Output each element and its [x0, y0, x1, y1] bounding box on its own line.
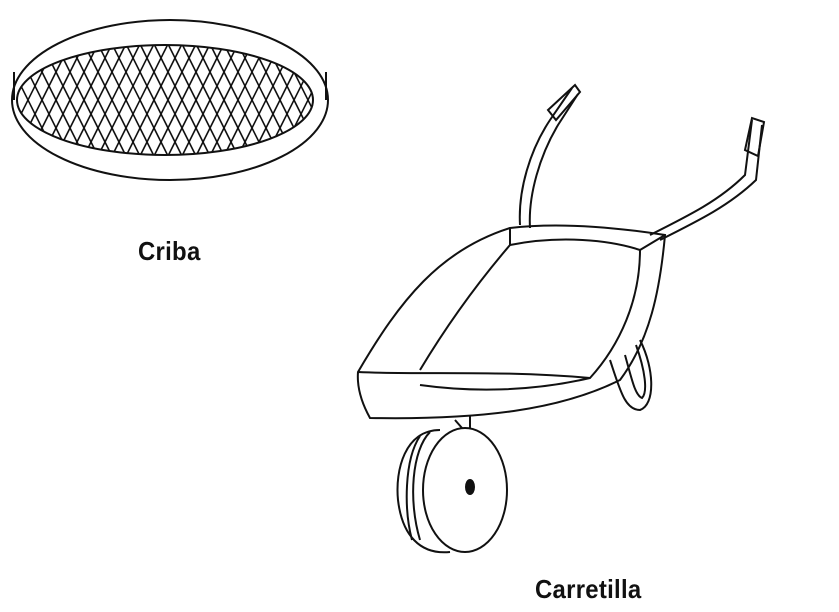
mesh-line	[0, 40, 2, 160]
mesh-line	[0, 40, 2, 160]
mesh-line	[390, 40, 450, 160]
mesh-line	[151, 45, 213, 155]
mesh-line	[334, 40, 394, 160]
mesh-line	[376, 40, 436, 160]
mesh-line	[348, 40, 408, 160]
mesh-line	[404, 40, 464, 160]
mesh-line	[95, 45, 157, 155]
mesh-line	[17, 45, 73, 155]
mesh-line	[418, 40, 478, 160]
mesh-line	[81, 45, 143, 155]
mesh-line	[305, 45, 313, 155]
mesh-line	[305, 45, 313, 155]
sieve-drawing	[0, 19, 478, 181]
mesh-line	[53, 45, 115, 155]
mesh-line	[404, 40, 464, 160]
mesh-line	[123, 45, 185, 155]
mesh-line	[362, 40, 422, 160]
mesh-line	[291, 45, 313, 155]
mesh-line	[109, 45, 171, 155]
wheelbarrow-label: Carretilla	[535, 574, 642, 604]
mesh-line	[334, 40, 394, 160]
mesh-line	[193, 45, 255, 155]
mesh-line	[17, 45, 59, 155]
mesh-line	[348, 40, 408, 160]
mesh-line	[179, 45, 241, 155]
mesh-line	[165, 45, 227, 155]
mesh-line	[390, 40, 450, 160]
mesh-line	[17, 45, 45, 155]
mesh-line	[67, 45, 129, 155]
mesh-line	[291, 45, 313, 155]
mesh-line	[418, 40, 478, 160]
mesh-line	[263, 45, 313, 155]
mesh-line	[17, 45, 45, 155]
mesh-line	[207, 45, 269, 155]
mesh-line	[376, 40, 436, 160]
mesh-line	[362, 40, 422, 160]
wheelbarrow-drawing	[356, 83, 766, 554]
mesh-line	[17, 45, 59, 155]
sieve-label: Criba	[138, 236, 201, 266]
mesh-line	[137, 45, 199, 155]
